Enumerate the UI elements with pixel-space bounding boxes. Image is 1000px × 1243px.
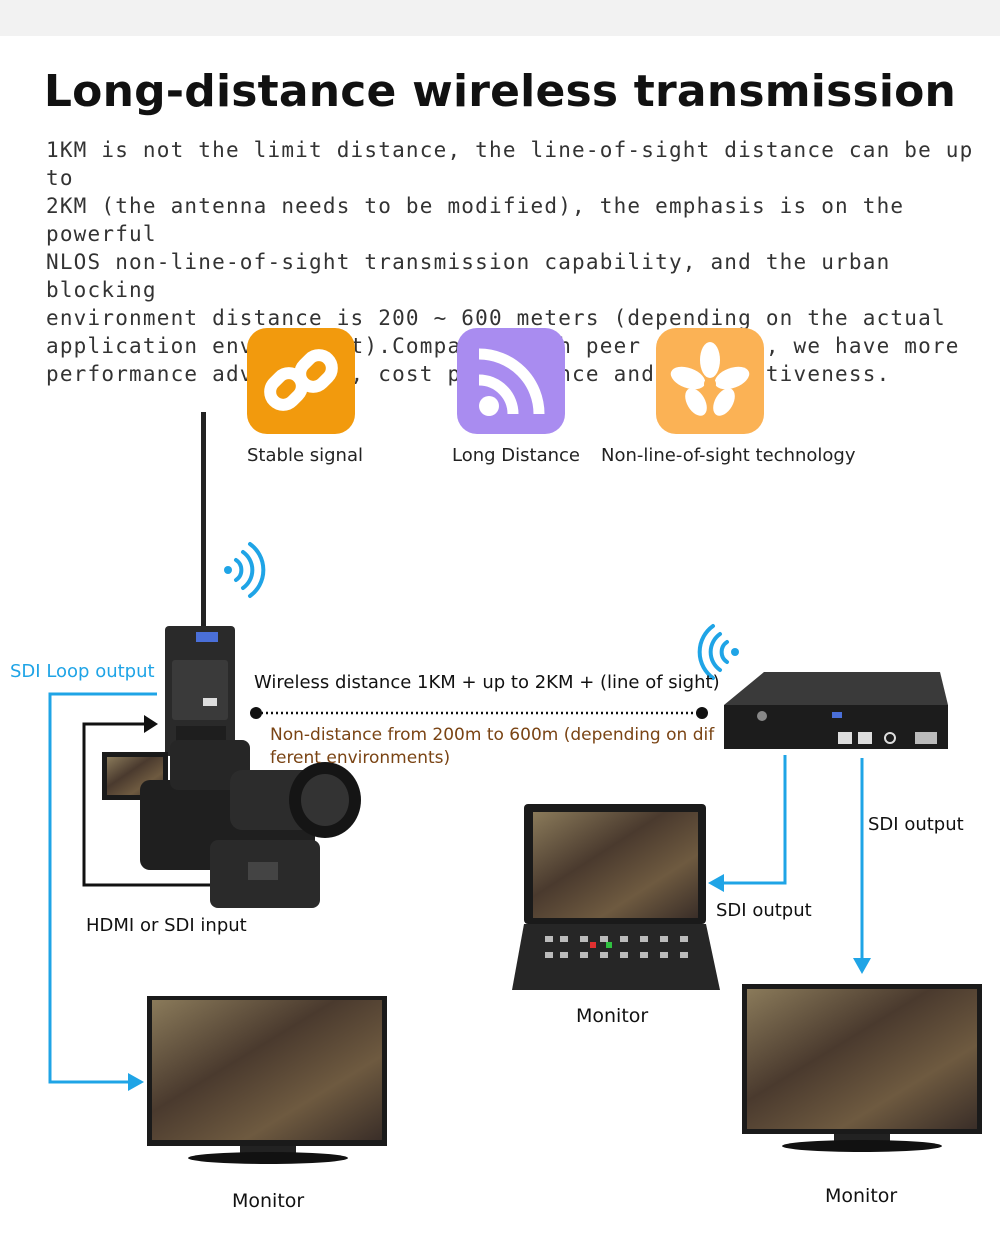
sdi-output-center-label: SDI output [716,900,812,921]
link-icon [247,328,355,434]
wifi-waves-icon [224,542,266,598]
monitor-right-label: Monitor [825,1185,898,1207]
monitor-center-label: Monitor [576,1005,649,1027]
hdmi-input-connector [82,722,210,887]
monitor-right [742,984,982,1152]
non-distance-label: Non-distance from 200m to 600m (dependin… [270,725,715,768]
feature-label-long-distance: Long Distance [452,445,580,466]
receiver-box [724,672,948,749]
antenna [201,412,206,626]
page-title: Long-distance wireless transmission [43,66,957,117]
top-bar [0,0,1000,36]
monitor-center-switcher [512,804,720,990]
rss-icon [457,328,565,434]
sdi-output-center-connector [722,755,787,885]
sdi-loop-connector [48,692,157,1084]
feature-label-nlos: Non-line-of-sight technology [601,445,856,466]
hdmi-sdi-input-label: HDMI or SDI input [86,915,247,936]
sdi-output-right-label: SDI output [868,814,964,835]
wifi-waves-receiver-icon [697,624,739,680]
monitor-left-label: Monitor [232,1190,305,1212]
flower-icon [656,328,764,434]
camcorder [102,740,361,908]
sdi-loop-output-label: SDI Loop output [10,661,155,682]
feature-label-stable-signal: Stable signal [247,445,363,466]
wireless-distance-label: Wireless distance 1KM + up to 2KM + (lin… [254,672,720,693]
monitor-left [147,996,387,1164]
transmitter-unit [165,626,235,756]
